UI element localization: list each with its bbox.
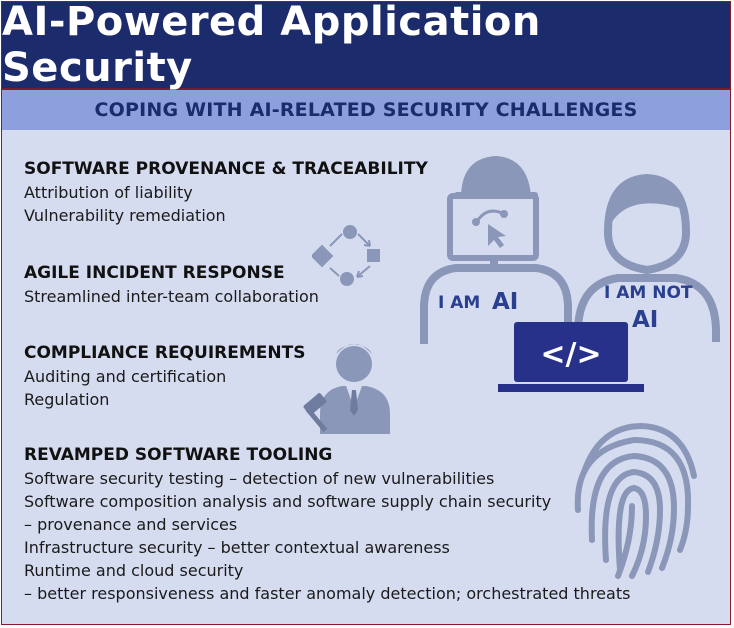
section-line: Software security testing – detection of… — [24, 469, 495, 488]
workflow-icon — [312, 225, 380, 286]
section-line: Vulnerability remediation — [24, 206, 226, 225]
section-software-tooling: REVAMPED SOFTWARE TOOLING Software secur… — [24, 445, 630, 605]
shirt-left-line1: I AM — [438, 293, 480, 313]
section-line: Regulation — [24, 390, 110, 409]
section-compliance: COMPLIANCE REQUIREMENTS Auditing and cer… — [24, 343, 305, 411]
page-title: AI-Powered Application Security — [2, 1, 541, 91]
section-heading: REVAMPED SOFTWARE TOOLING — [24, 445, 333, 465]
shirt-left-line2: AI — [492, 289, 518, 315]
section-heading: AGILE INCIDENT RESPONSE — [24, 263, 285, 283]
compliance-officer-icon — [303, 344, 390, 434]
subtitle-bar: COPING WITH AI-RELATED SECURITY CHALLENG… — [2, 90, 730, 130]
human-developer-icon: I AM NOT AI — [574, 173, 720, 342]
section-line: Runtime and cloud security — [24, 561, 244, 580]
section-line: Streamlined inter-team collaboration — [24, 287, 319, 306]
laptop-code-symbol: </> — [540, 337, 601, 372]
section-incident-response: AGILE INCIDENT RESPONSE Streamlined inte… — [24, 263, 319, 308]
section-line: – provenance and services — [24, 515, 238, 534]
fingerprint-icon — [574, 422, 697, 579]
section-heading: SOFTWARE PROVENANCE & TRACEABILITY — [24, 159, 428, 179]
section-line: Attribution of liability — [24, 183, 193, 202]
section-line: Infrastructure security – better context… — [24, 538, 450, 557]
section-line: Auditing and certification — [24, 367, 227, 386]
section-line: Software composition analysis and softwa… — [24, 492, 552, 511]
shirt-right-line2: AI — [632, 307, 658, 333]
ai-developer-icon: I AM AI — [420, 156, 572, 344]
shirt-right-line1: I AM NOT — [604, 283, 693, 303]
section-line: – better responsiveness and faster anoma… — [24, 584, 631, 603]
section-heading: COMPLIANCE REQUIREMENTS — [24, 343, 306, 363]
page-subtitle: COPING WITH AI-RELATED SECURITY CHALLENG… — [94, 99, 638, 121]
section-software-provenance: SOFTWARE PROVENANCE & TRACEABILITY Attri… — [24, 159, 428, 227]
laptop-code-icon: </> — [498, 322, 644, 392]
title-bar: AI-Powered Application Security — [2, 1, 730, 91]
